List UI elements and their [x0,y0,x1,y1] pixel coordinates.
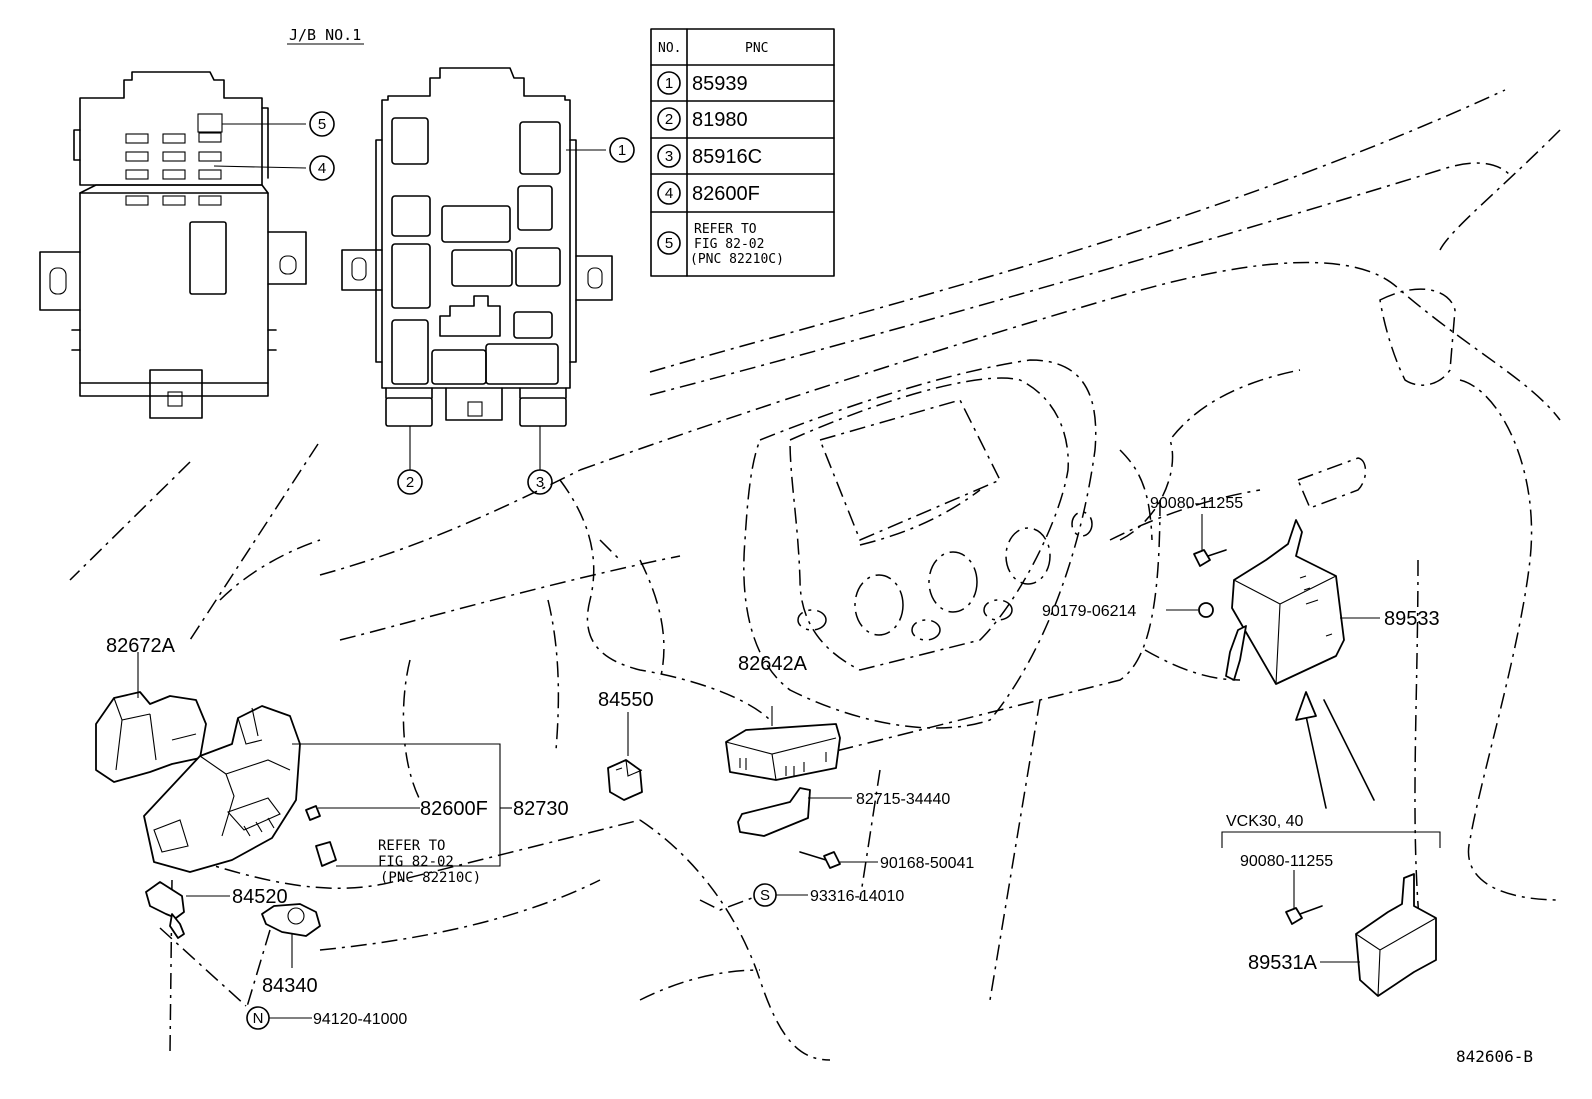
svg-text:4: 4 [665,185,673,202]
figure-code: 842606-B [1456,1047,1533,1066]
part-82672A-cover [95,691,207,783]
svg-text:82600F: 82600F [692,183,760,205]
label-refer-line-2: FIG 82-02 [378,854,454,870]
part-84520-sensor [145,881,185,939]
part-94120-41000-nut-symbol: N [246,1006,270,1030]
svg-text:81980: 81980 [692,109,748,131]
label-82642A: 82642A [738,653,808,675]
callout-2: 2 [397,469,423,495]
junction-box-title: J/B NO.1 [289,26,361,44]
svg-text:5: 5 [318,116,326,133]
svg-text:1: 1 [618,142,626,159]
part-90179-nut [1198,602,1214,618]
callout-5: 5 [309,111,335,137]
instrument-panel-outline [69,89,1561,1061]
junction-box-front-view [341,67,613,427]
part-84340-switch [261,903,321,937]
svg-text:FIG 82-02: FIG 82-02 [694,237,764,252]
svg-text:4: 4 [318,160,326,177]
label-84520: 84520 [232,886,288,908]
callout-3: 3 [527,469,553,495]
svg-text:1: 1 [665,75,673,92]
label-84340: 84340 [262,975,318,997]
label-90080-11255-bottom: 90080-11255 [1240,853,1333,870]
part-90080-bolt-bottom [1285,905,1323,925]
label-90080-11255-top: 90080-11255 [1150,495,1243,512]
table-row: 2 81980 [657,107,748,131]
table-header-pnc: PNC [745,41,768,56]
label-94120-41000: 94120-41000 [313,1011,407,1028]
svg-text:N: N [253,1010,264,1027]
label-90179-06214: 90179-06214 [1042,603,1136,620]
svg-text:3: 3 [536,474,544,491]
table-row: 1 85939 [657,71,748,95]
part-82210C-relay [315,841,337,867]
arrow-vck30-40 [1295,691,1375,809]
label-84550: 84550 [598,689,654,711]
table-row: 3 85916C [657,144,762,168]
part-90080-bolt-top [1193,549,1227,567]
part-93316-14010-symbol: S [753,883,777,907]
svg-text:S: S [760,887,770,904]
label-89533: 89533 [1384,608,1440,630]
part-84550-connector [607,759,643,801]
svg-text:3: 3 [665,148,673,165]
part-90168-screw [799,851,841,869]
svg-text:2: 2 [665,111,673,128]
svg-text:(PNC 82210C): (PNC 82210C) [690,252,784,267]
junction-box-rear-view [39,71,307,419]
label-89531A: 89531A [1248,952,1318,974]
svg-text:REFER TO: REFER TO [694,222,757,237]
svg-text:85939: 85939 [692,73,748,95]
part-82600F-relay [305,805,321,821]
label-refer-line-1: REFER TO [378,838,445,854]
part-89533-ecu [1225,519,1345,685]
callout-4: 4 [309,155,335,181]
table-row: 4 82600F [657,181,760,205]
part-89531A-ecu [1355,873,1437,997]
label-82730: 82730 [513,798,569,820]
svg-text:85916C: 85916C [692,146,762,168]
label-refer-line-3: (PNC 82210C) [380,870,481,886]
table-row: 5 REFER TO FIG 82-02 (PNC 82210C) [657,222,784,267]
callout-1: 1 [609,137,635,163]
label-82600F: 82600F [420,798,488,820]
label-82672A: 82672A [106,635,176,657]
pnc-legend-table: NO. PNC 1 85939 2 81980 3 85916C 4 82600… [650,28,835,277]
svg-text:2: 2 [406,474,414,491]
label-90168-50041: 90168-50041 [880,855,974,872]
label-vck30-40: VCK30, 40 [1226,813,1303,830]
label-93316-14010: 93316-14010 [810,888,904,905]
part-82715-bracket [737,787,811,837]
svg-text:5: 5 [665,235,673,252]
part-82642A-module [725,723,841,781]
table-header-no: NO. [658,41,681,56]
label-82715-34440: 82715-34440 [856,791,950,808]
